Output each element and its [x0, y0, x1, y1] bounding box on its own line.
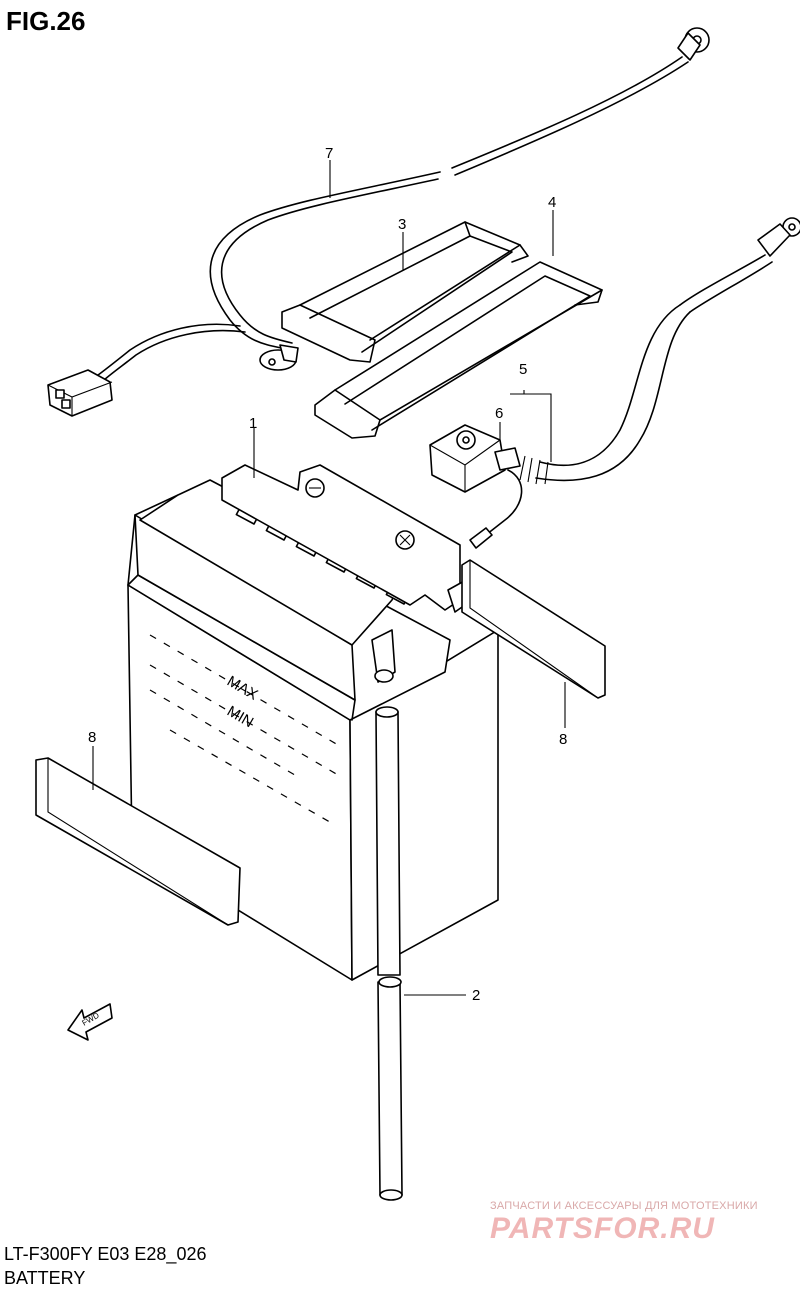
watermark-brand: PARTSFOR.RU [490, 1212, 715, 1245]
battery-band-4 [314, 261, 603, 439]
battery-1: MAX MIN [127, 464, 499, 981]
battery-cable-7 [47, 27, 710, 417]
battery-pad-8-right [461, 559, 606, 699]
callout-6: 6 [495, 405, 503, 422]
breather-hose-2 [375, 706, 403, 1201]
terminal-cover-6 [429, 424, 523, 549]
battery-cable-5 [519, 217, 800, 485]
callout-7: 7 [325, 145, 333, 162]
callout-1: 1 [249, 415, 257, 432]
figure-title: FIG.26 [6, 6, 86, 36]
callout-8-right: 8 [559, 731, 567, 748]
watermark-tagline: ЗАПЧАСТИ И АКСЕССУАРЫ ДЛЯ МОТОТЕХНИКИ [490, 1200, 758, 1212]
callout-5: 5 [519, 361, 527, 378]
callout-4: 4 [548, 194, 556, 211]
forward-direction-arrow: FWD [67, 1003, 113, 1041]
model-code: LT-F300FY E03 E28_026 [4, 1244, 207, 1264]
callout-8-left: 8 [88, 729, 96, 746]
battery-pad-8-left [35, 757, 241, 926]
battery-band-3 [281, 221, 529, 363]
callout-2: 2 [472, 987, 480, 1004]
section-name: BATTERY [4, 1268, 86, 1288]
callout-leaders [92, 160, 566, 996]
callout-3: 3 [398, 216, 406, 233]
